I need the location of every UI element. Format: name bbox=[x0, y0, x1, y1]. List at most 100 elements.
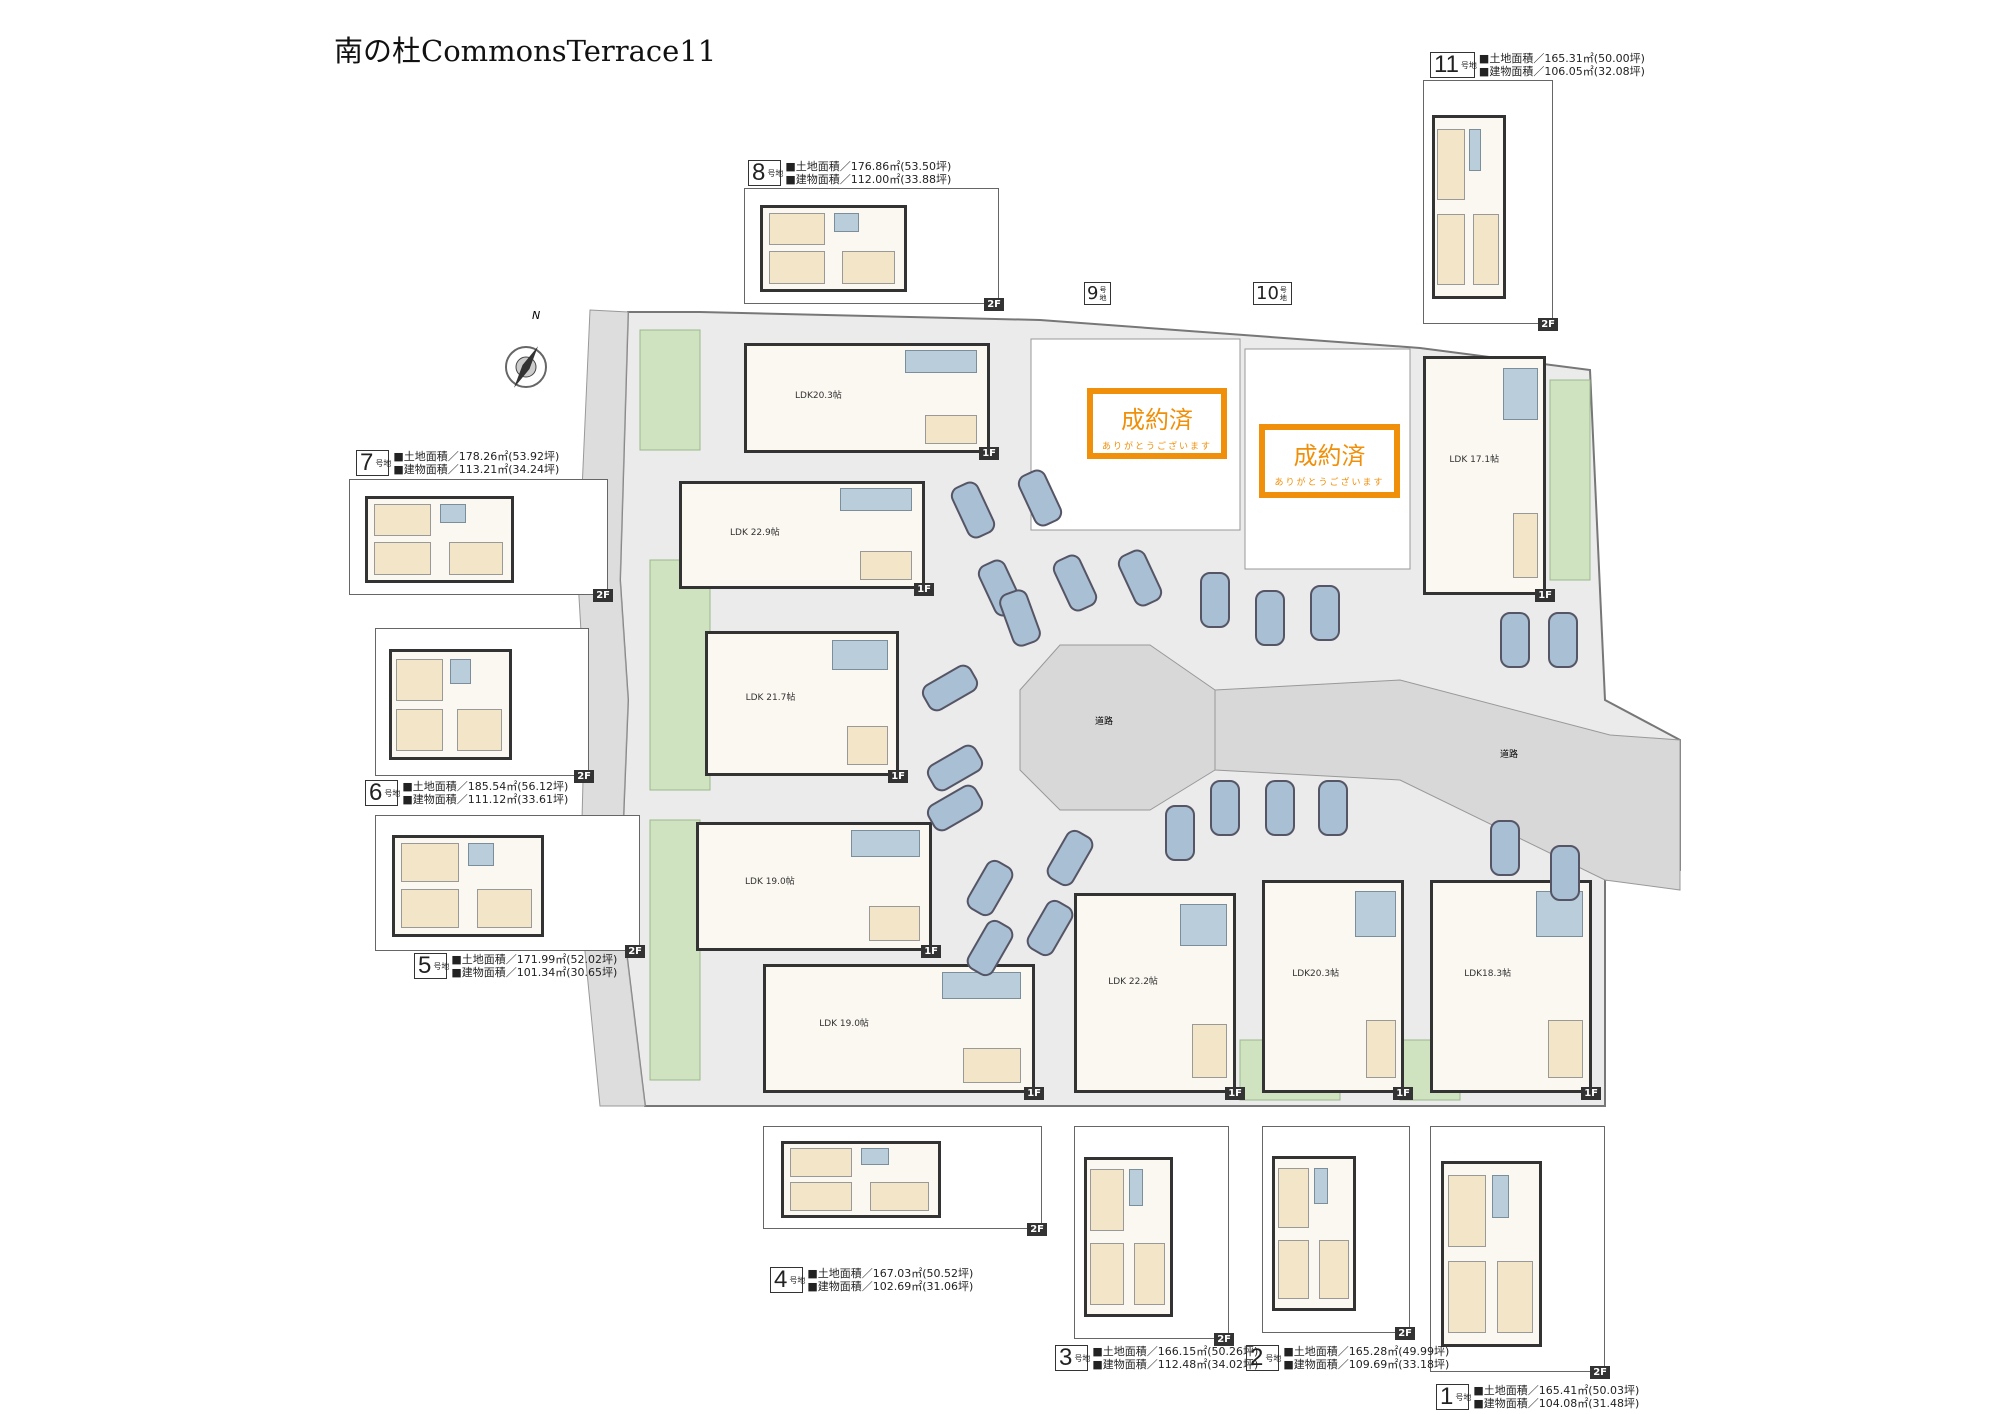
lot-areas: ■土地面積／171.99㎡(52.02坪)■建物面積／101.34㎡(30.65… bbox=[451, 953, 617, 979]
bedroom bbox=[1090, 1242, 1124, 1305]
lot-number: 3 bbox=[1059, 1344, 1073, 1371]
toilet bbox=[450, 658, 472, 684]
ldk-label: LDK 21.7帖 bbox=[745, 692, 796, 703]
floor-tag-2f: 2F bbox=[1027, 1223, 1047, 1236]
land-area: ■土地面積／176.86㎡(53.50坪) bbox=[785, 160, 952, 173]
lot-suffix: 号地 bbox=[1074, 1353, 1091, 1363]
entrance-hall bbox=[859, 551, 913, 580]
sold-status: 成約済 bbox=[1293, 442, 1366, 470]
bedroom bbox=[400, 889, 460, 928]
land-area: ■土地面積／165.28㎡(49.99坪) bbox=[1283, 1345, 1450, 1358]
second-floor-walls bbox=[388, 649, 512, 761]
bathroom bbox=[850, 829, 920, 857]
road-label: 道路 bbox=[1095, 715, 1113, 727]
floor-tag-1f: 1F bbox=[1581, 1087, 1601, 1100]
bedroom bbox=[789, 1148, 852, 1177]
toilet bbox=[1468, 128, 1482, 172]
floor-tag-1f: 1F bbox=[1393, 1087, 1413, 1100]
lot-7-1f-floor-plan: LDK 22.9帖 1F bbox=[679, 481, 934, 596]
bedroom bbox=[396, 658, 444, 701]
lot-suffix: 号地 bbox=[767, 168, 784, 178]
land-area: ■土地面積／178.26㎡(53.92坪) bbox=[393, 450, 560, 463]
lot-number: 11 bbox=[1434, 51, 1459, 78]
lot-suffix: 号地 bbox=[375, 458, 392, 468]
lot-number: 4 bbox=[774, 1266, 788, 1293]
land-area: ■土地面積／166.15㎡(50.26坪) bbox=[1092, 1345, 1259, 1358]
floor-tag-1f: 1F bbox=[1225, 1087, 1245, 1100]
parked-car-icon bbox=[1548, 612, 1578, 668]
lot-4-2f-floor-plan: 2F bbox=[763, 1126, 1047, 1236]
page-title: 南の杜CommonsTerrace11 bbox=[334, 34, 717, 68]
ldk-label: LDK 19.0帖 bbox=[745, 877, 795, 888]
lot-11-1f-floor-plan: LDK 17.1帖 1F bbox=[1423, 356, 1555, 602]
land-area: ■土地面積／185.54㎡(56.12坪) bbox=[402, 780, 569, 793]
second-floor-walls bbox=[760, 204, 907, 292]
lot-6-1f-floor-plan: LDK 21.7帖 1F bbox=[705, 631, 908, 783]
second-floor-walls bbox=[1084, 1156, 1173, 1317]
land-area: ■土地面積／171.99㎡(52.02坪) bbox=[451, 953, 618, 966]
lot-areas: ■土地面積／178.26㎡(53.92坪)■建物面積／113.21㎡(34.24… bbox=[393, 450, 559, 476]
building-area: ■建物面積／101.34㎡(30.65坪) bbox=[451, 966, 618, 979]
toilet bbox=[860, 1148, 889, 1166]
lot-areas: ■土地面積／165.28㎡(49.99坪)■建物面積／109.69㎡(33.18… bbox=[1283, 1345, 1449, 1371]
ldk-label: LDK 22.2帖 bbox=[1108, 976, 1158, 987]
parked-car-icon bbox=[1550, 845, 1580, 901]
floor-tag-1f: 1F bbox=[979, 447, 999, 460]
lot-suffix: 号地 bbox=[384, 788, 401, 798]
building-area: ■建物面積／111.12㎡(33.61坪) bbox=[402, 793, 569, 806]
second-floor-walls bbox=[391, 834, 545, 937]
lot-areas: ■土地面積／167.03㎡(50.52坪)■建物面積／102.69㎡(31.06… bbox=[807, 1267, 973, 1293]
lot-areas: ■土地面積／185.54㎡(56.12坪)■建物面積／111.12㎡(33.61… bbox=[402, 780, 568, 806]
floor-tag-2f: 2F bbox=[625, 945, 645, 958]
entrance-hall bbox=[1365, 1019, 1396, 1078]
bedroom bbox=[400, 843, 460, 882]
lot-8-2f-floor-plan: 2F bbox=[744, 188, 1004, 311]
bathroom bbox=[1179, 903, 1227, 947]
parked-car-icon bbox=[1500, 612, 1530, 668]
master-bedroom bbox=[1472, 213, 1499, 286]
lot-3-1f-floor-plan: LDK 22.2帖 1F bbox=[1074, 893, 1245, 1100]
bathroom bbox=[941, 971, 1022, 999]
entrance-hall bbox=[962, 1048, 1022, 1083]
building-area: ■建物面積／109.69㎡(33.18坪) bbox=[1283, 1358, 1450, 1371]
land-area: ■土地面積／165.41㎡(50.03坪) bbox=[1473, 1384, 1640, 1397]
building-area: ■建物面積／106.05㎡(32.08坪) bbox=[1478, 65, 1645, 78]
second-floor-walls bbox=[1271, 1155, 1357, 1312]
bedroom bbox=[768, 251, 826, 284]
toilet bbox=[1314, 1167, 1329, 1204]
bedroom bbox=[1437, 128, 1465, 200]
lot-areas: ■土地面積／166.15㎡(50.26坪)■建物面積／112.48㎡(34.02… bbox=[1092, 1345, 1258, 1371]
floor-tag-2f: 2F bbox=[574, 770, 594, 783]
entrance-hall bbox=[1192, 1024, 1227, 1079]
master-bedroom bbox=[1133, 1242, 1165, 1305]
lot-11-2f-floor-plan: 2F bbox=[1423, 80, 1558, 331]
master-bedroom bbox=[448, 542, 503, 575]
ldk-label: LDK18.3帖 bbox=[1464, 968, 1512, 979]
parked-car-icon bbox=[1200, 572, 1230, 628]
sold-badge-lot-10: 成約済 ありがとうございます bbox=[1259, 424, 1400, 498]
lot-suffix: 号地 bbox=[433, 961, 450, 971]
parked-car-icon bbox=[1165, 805, 1195, 861]
second-floor-walls bbox=[780, 1141, 942, 1218]
lot-6-2f-floor-plan: 2F bbox=[375, 628, 594, 783]
floor-tag-1f: 1F bbox=[1024, 1087, 1044, 1100]
lot-1-2f-floor-plan: 2F bbox=[1430, 1126, 1610, 1379]
lot-7-2f-floor-plan: 2F bbox=[349, 479, 613, 602]
bathroom bbox=[905, 350, 978, 374]
lot-suffix: 号地 bbox=[1265, 1353, 1282, 1363]
floor-tag-2f: 2F bbox=[984, 298, 1004, 311]
toilet bbox=[439, 503, 466, 524]
ldk-label: LDK20.3帖 bbox=[1292, 968, 1340, 979]
sold-thanks: ありがとうございます bbox=[1101, 442, 1212, 452]
